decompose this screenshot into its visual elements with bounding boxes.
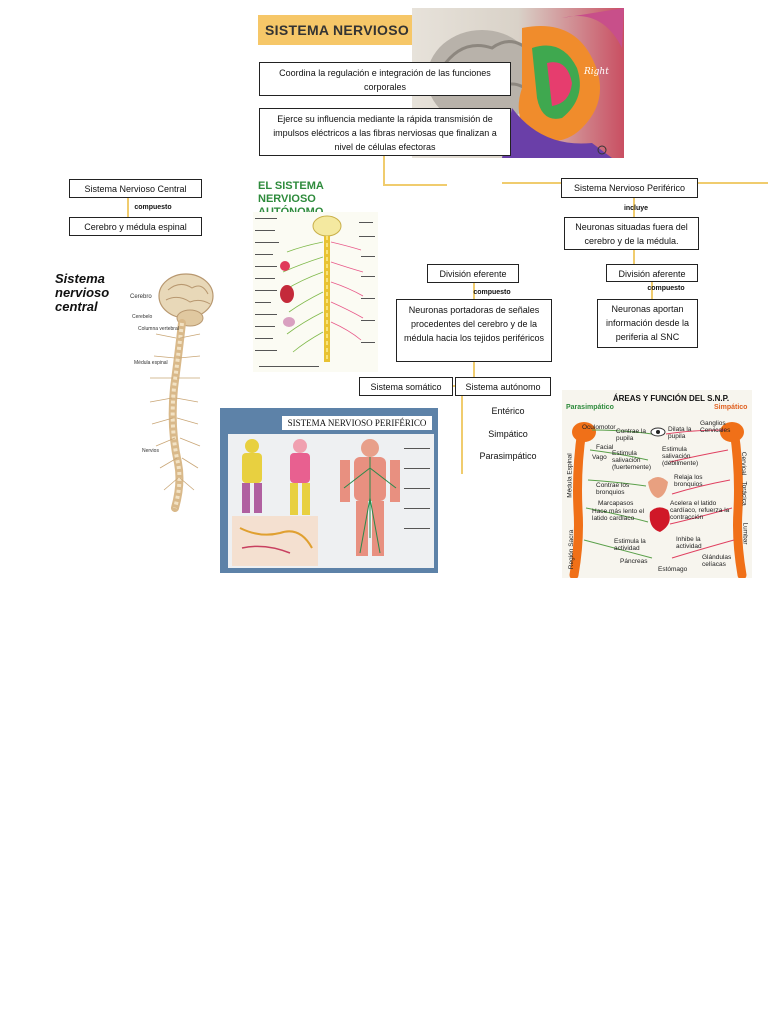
areas-label: Vago xyxy=(592,454,607,461)
connector-line xyxy=(633,250,635,266)
areas-label: Relaja los bronquios xyxy=(674,474,703,488)
areas-right-header: Simpático xyxy=(714,404,748,411)
areas-label: Marcapasos xyxy=(598,500,634,507)
snp-figure-graphic xyxy=(228,434,434,568)
areas-label: Ganglios Cervicales xyxy=(700,420,731,434)
connector-line xyxy=(633,197,635,217)
areas-vertical-toracica: Torácica xyxy=(740,481,748,506)
autonomic-system-box: Sistema autónomo xyxy=(455,377,551,396)
peripheral-connector-label: incluye xyxy=(623,205,649,212)
areas-label: Estimula salivación (débilmente) xyxy=(662,446,699,467)
connector-line xyxy=(473,362,475,377)
afferent-detail-box: Neuronas aportan información desde la pe… xyxy=(597,299,698,348)
connector-line xyxy=(127,197,129,217)
somatic-system-box: Sistema somático xyxy=(359,377,453,396)
svg-text:Right: Right xyxy=(583,67,609,77)
areas-label: Contrae la pupila xyxy=(616,428,646,442)
connector-line xyxy=(404,385,504,387)
areas-label: Dilata la pupila xyxy=(668,426,692,440)
description-box-coordination: Coordina la regulación e integración de … xyxy=(259,62,511,96)
snp-figure-title: SISTEMA NERVIOSO PERIFÉRICO xyxy=(282,416,432,430)
snp-figure: SISTEMA NERVIOSO PERIFÉRICO xyxy=(220,408,438,573)
figure-label-nervios: Nervios xyxy=(142,448,159,454)
connector-line xyxy=(473,282,475,300)
areas-label: Inhibe la actividad xyxy=(676,536,702,550)
spine-figure: Cerebro Cerebelo Columna vertebral Médul… xyxy=(130,273,214,512)
afferent-division-box: División aferente xyxy=(606,264,698,282)
areas-label: Estimula salivación (fuertemente) xyxy=(612,450,652,471)
areas-label: Páncreas xyxy=(620,558,648,565)
autonomo-figure xyxy=(253,212,378,372)
areas-label: Acelera el latido cardíaco, refuerza la … xyxy=(670,500,730,521)
areas-vertical-lumbar: Lumbar xyxy=(741,522,749,545)
figure-label-cerebelo: Cerebelo xyxy=(132,314,153,320)
efferent-division-box: División eferente xyxy=(427,264,519,283)
efferent-detail-box: Neuronas portadoras de señales procedent… xyxy=(396,299,552,362)
areas-label: Facial xyxy=(596,444,614,451)
afferent-connector-label: compuesto xyxy=(647,285,685,292)
areas-function-figure: ÁREAS Y FUNCIÓN DEL S.N.P. Parasimpático… xyxy=(562,390,752,578)
autonomic-item-simpatico: Simpático xyxy=(488,429,528,439)
areas-label: Contrae los bronquios xyxy=(596,482,630,496)
areas-label: Estimula la actividad xyxy=(614,538,646,552)
description-box-influence: Ejerce su influencia mediante la rápida … xyxy=(259,108,511,156)
connector-line xyxy=(383,184,447,186)
autonomic-item-parasimpatico: Parasimpático xyxy=(479,451,537,461)
central-connector-label: compuesto xyxy=(134,204,172,211)
central-detail-box: Cerebro y médula espinal xyxy=(69,217,202,236)
connector-line xyxy=(461,396,463,474)
areas-vertical-medula: Médula Espinal xyxy=(566,453,574,498)
areas-left-header: Parasimpático xyxy=(566,404,614,411)
areas-figure-title: ÁREAS Y FUNCIÓN DEL S.N.P. xyxy=(612,394,730,403)
central-system-box: Sistema Nervioso Central xyxy=(69,179,202,198)
peripheral-detail-box: Neuronas situadas fuera del cerebro y de… xyxy=(564,217,699,250)
areas-label: Oculomotor xyxy=(582,424,616,431)
central-figure-label: Sistema nervioso central xyxy=(55,271,110,314)
figure-label-columna: Columna vertebral xyxy=(138,326,179,332)
figure-label-medula: Médula espinal xyxy=(134,360,168,366)
autonomic-item-enterico: Entérico xyxy=(491,406,525,416)
connector-line xyxy=(651,281,653,299)
peripheral-system-box: Sistema Nervioso Periférico xyxy=(561,178,698,198)
areas-label: Estómago xyxy=(658,566,688,573)
areas-label: Hace más lento el latido cardíaco xyxy=(592,508,645,522)
figure-label-cerebro: Cerebro xyxy=(130,294,152,300)
efferent-connector-label: compuesto xyxy=(473,289,511,296)
page-title: SISTEMA NERVIOSO xyxy=(265,22,410,38)
areas-vertical-sacra: Región Sacra xyxy=(568,529,576,570)
areas-vertical-cervical: Cervical xyxy=(740,451,748,476)
connector-line xyxy=(383,156,385,184)
areas-label: Glándulas celíacas xyxy=(702,554,732,568)
title-banner: SISTEMA NERVIOSO xyxy=(258,15,428,45)
areas-figure-graphic xyxy=(569,422,747,578)
